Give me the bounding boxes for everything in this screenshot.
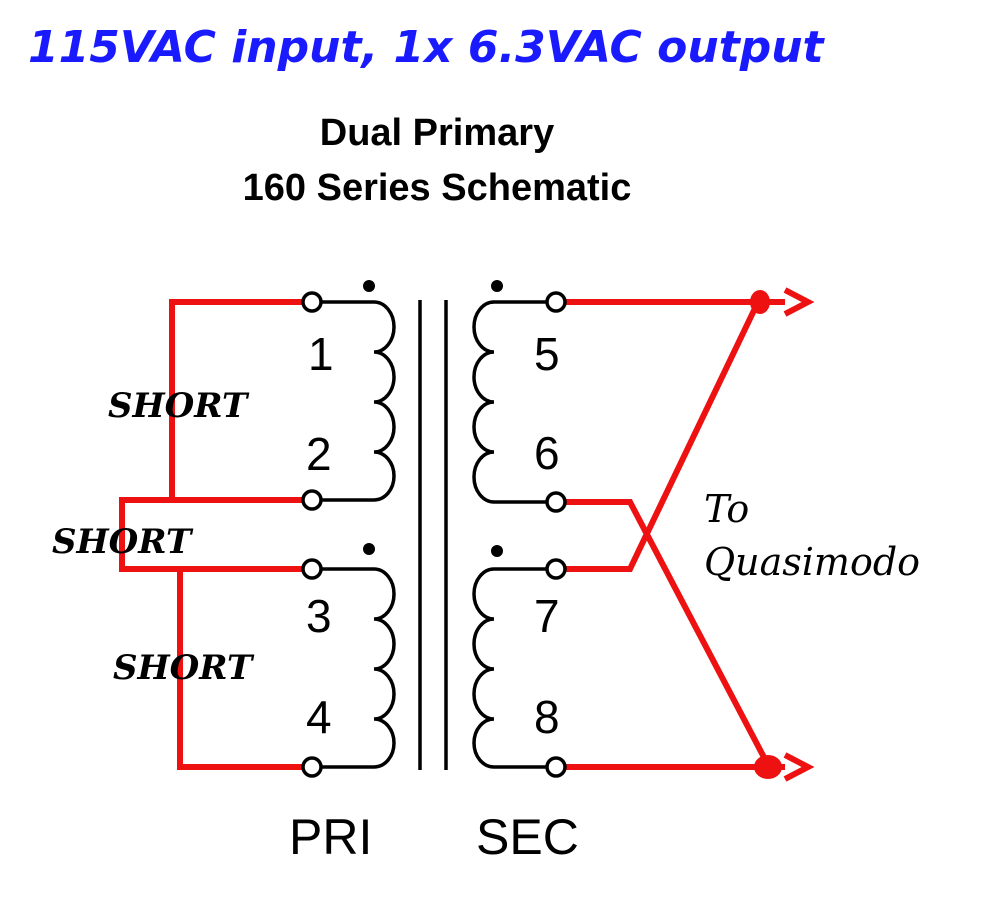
headline: 115VAC input, 1x 6.3VAC output (28, 22, 826, 73)
short-label-1-2: SHORT (108, 386, 250, 426)
polarity-dot-icon (491, 545, 503, 557)
terminal-2 (301, 489, 323, 511)
primary-coil-lower (320, 567, 396, 769)
terminal-1 (301, 291, 323, 313)
title-line-2: 160 Series Schematic (243, 167, 632, 209)
terminal-4 (301, 756, 323, 778)
secondary-coil-lower (472, 567, 548, 769)
primary-label: PRI (289, 809, 372, 865)
transformer (320, 300, 548, 770)
short-label-3-4: SHORT (113, 648, 255, 688)
pin-label-1: 1 (308, 328, 334, 380)
terminal-8 (545, 756, 567, 778)
polarity-dot-icon (491, 280, 503, 292)
terminal-6 (545, 491, 567, 513)
short-wire-3-4 (177, 566, 312, 770)
pin-label-7: 7 (534, 590, 560, 642)
terminals (301, 291, 567, 778)
polarity-dot-icon (363, 280, 375, 292)
title-line-1: Dual Primary (320, 112, 554, 154)
sec-wire-6-out (556, 499, 771, 767)
junction-dot-bottom (754, 755, 782, 779)
sec-wire-7-out (556, 300, 761, 572)
terminal-3 (301, 558, 323, 580)
secondary-coil-upper (472, 300, 548, 504)
output-arrow-bottom-icon (783, 752, 815, 782)
primary-coil-upper (320, 300, 396, 502)
polarity-dots (363, 280, 503, 557)
pin-label-5: 5 (534, 328, 560, 380)
secondary-label: SEC (476, 809, 579, 865)
pin-label-2: 2 (306, 428, 332, 480)
pin-label-3: 3 (306, 590, 332, 642)
pin-label-4: 4 (306, 691, 332, 743)
destination-line-2: Quasimodo (704, 540, 920, 584)
wiring (119, 287, 815, 782)
pin-label-8: 8 (534, 691, 560, 743)
polarity-dot-icon (363, 543, 375, 555)
junction-dot-top (750, 290, 770, 314)
output-arrow-top-icon (783, 287, 815, 317)
short-label-2-3: SHORT (52, 522, 194, 562)
destination-line-1: To (704, 487, 749, 531)
terminal-7 (545, 558, 567, 580)
terminal-5 (545, 291, 567, 313)
pin-label-6: 6 (534, 427, 560, 479)
